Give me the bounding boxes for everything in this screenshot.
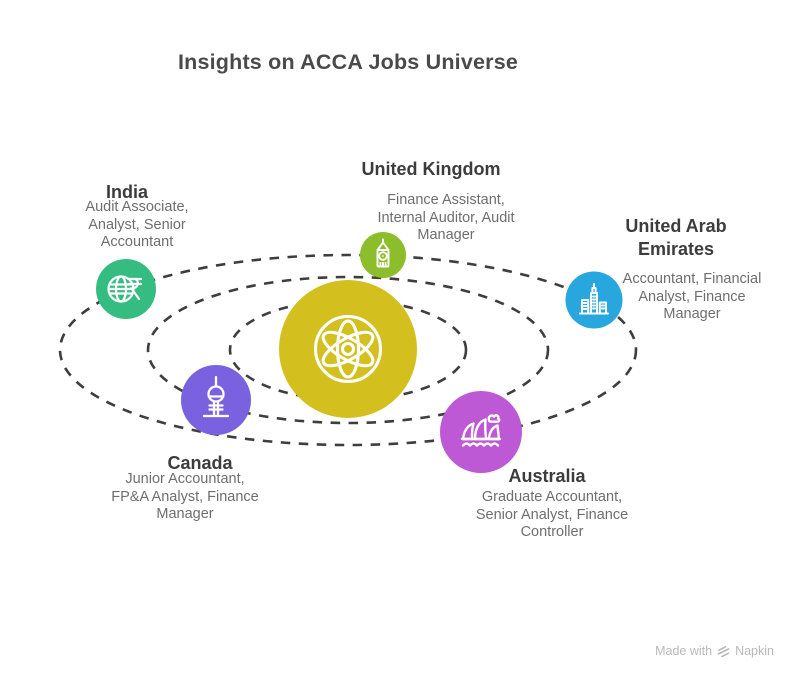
uae-jobs: Accountant, Financial Analyst, Finance M…	[622, 271, 762, 323]
uk-node	[360, 232, 406, 278]
watermark-brand: Napkin	[735, 644, 774, 658]
canada-circle	[181, 365, 251, 435]
india-label: India	[105, 182, 148, 202]
center-node	[279, 280, 417, 418]
canada-jobs: Junior Accountant, FP&A Analyst, Finance…	[111, 471, 259, 523]
orbit-middle	[146, 275, 550, 425]
uae-node	[565, 271, 623, 329]
big-ben-icon	[376, 238, 390, 268]
uae-label: United Arab Emirates	[625, 216, 727, 259]
city-skyline-icon	[579, 283, 609, 315]
india-jobs: Audit Associate, Analyst, Senior Account…	[85, 199, 189, 251]
globe-rupee-icon	[107, 275, 143, 303]
canada-label: Canada	[167, 453, 233, 473]
india-node	[96, 259, 156, 319]
canada-node	[181, 365, 251, 435]
uk-circle	[360, 232, 406, 278]
page-title: Insights on ACCA Jobs Universe	[177, 50, 519, 74]
napkin-logo-icon	[717, 645, 730, 658]
uk-jobs: Finance Assistant, Internal Auditor, Aud…	[377, 192, 515, 244]
australia-circle	[440, 391, 522, 473]
orbit-inner	[228, 298, 468, 402]
orbit-outer	[58, 253, 638, 447]
orbit-group	[58, 253, 638, 447]
watermark-prefix: Made with	[655, 644, 713, 658]
uk-label: United Kingdom	[361, 159, 501, 179]
watermark: Made with Napkin	[655, 644, 774, 658]
australia-jobs: Graduate Accountant, Senior Analyst, Fin…	[475, 489, 629, 541]
atom-icon	[313, 314, 383, 384]
australia-label: Australia	[508, 466, 586, 486]
australia-node	[440, 391, 522, 473]
opera-house-icon	[460, 414, 502, 447]
cn-tower-icon	[202, 375, 230, 418]
